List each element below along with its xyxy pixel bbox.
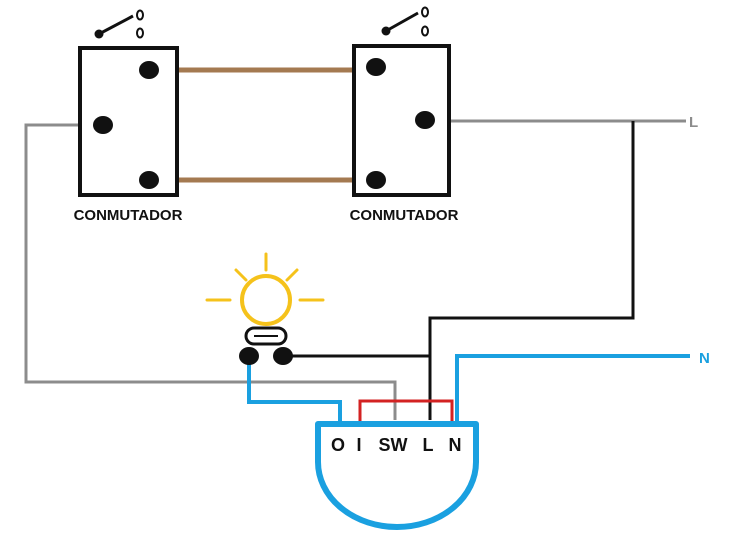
red-bridge-wire	[358, 399, 454, 422]
gray-wires	[24, 119, 686, 420]
switch-right-terminal-bottom	[366, 171, 386, 189]
blue-wires	[247, 354, 690, 422]
terminal-label-n: N	[449, 435, 462, 455]
bulb-terminal-left	[239, 347, 259, 365]
output-wire	[247, 356, 342, 422]
terminal-label-sw: SW	[379, 435, 408, 455]
switch-return-wire	[24, 123, 397, 420]
neutral-label: N	[699, 350, 710, 367]
light-bulb-icon	[205, 252, 325, 365]
neutral-wire	[455, 354, 690, 422]
line-label: L	[689, 114, 698, 131]
relay-module-body	[315, 421, 479, 530]
switch-right-terminal-common	[415, 111, 435, 129]
switch-right: CONMUTADOR	[350, 6, 459, 224]
switch-right-label: CONMUTADOR	[350, 207, 459, 224]
switch-right-terminal-top	[366, 58, 386, 76]
terminal-label-l: L	[423, 435, 434, 455]
switch-left-terminal-common	[93, 116, 113, 134]
phase-wire	[428, 121, 635, 420]
switch-left-label: CONMUTADOR	[74, 207, 183, 224]
black-wires	[283, 121, 635, 420]
terminal-label-i: I	[356, 435, 361, 455]
traveler-wires	[150, 67, 376, 183]
switch-toggle-icon	[94, 9, 144, 39]
terminal-label-o: O	[331, 435, 345, 455]
bulb-terminal-right	[273, 347, 293, 365]
switch-left-terminal-top	[139, 61, 159, 79]
switch-left-terminal-bottom	[139, 171, 159, 189]
relay-module: O I SW L N	[315, 421, 479, 530]
switch-toggle-icon	[381, 6, 429, 37]
switch-left: CONMUTADOR	[74, 9, 183, 224]
